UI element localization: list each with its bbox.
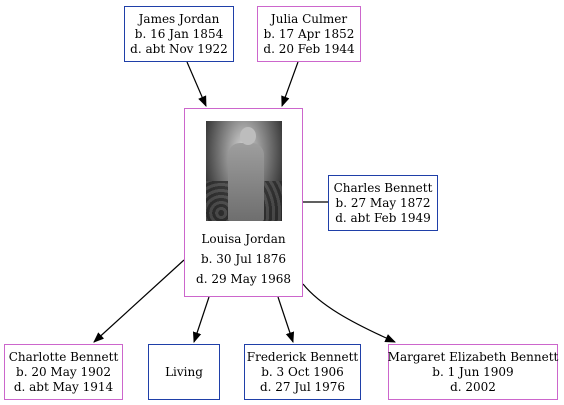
subject-name: Louisa Jordan <box>201 232 286 246</box>
child-born: b. 3 Oct 1906 <box>261 364 344 379</box>
spouse-node[interactable]: Charles Bennett b. 27 May 1872 d. abt Fe… <box>328 175 438 231</box>
father-name: James Jordan <box>138 11 220 26</box>
mother-node[interactable]: Julia Culmer b. 17 Apr 1852 d. 20 Feb 19… <box>257 6 361 62</box>
edge-father-to-subject <box>186 61 207 107</box>
child-node-frederick[interactable]: Frederick Bennett b. 3 Oct 1906 d. 27 Ju… <box>244 344 361 400</box>
subject-born: b. 30 Jul 1876 <box>200 252 287 266</box>
child-name: Living <box>165 364 203 379</box>
edge-subject-to-child-2 <box>192 296 210 344</box>
child-died: d. abt May 1914 <box>13 379 114 394</box>
subject-node[interactable]: Louisa Jordan b. 30 Jul 1876 d. 29 May 1… <box>184 108 303 297</box>
edge-subject-to-child-4 <box>302 283 396 343</box>
edge-mother-to-subject <box>281 61 299 108</box>
child-born: b. 1 Jun 1909 <box>432 364 514 379</box>
child-name: Frederick Bennett <box>246 349 359 364</box>
child-node-margaret[interactable]: Margaret Elizabeth Bennett b. 1 Jun 1909… <box>388 344 558 400</box>
spouse-died: d. abt Feb 1949 <box>335 210 431 225</box>
spouse-name: Charles Bennett <box>333 180 433 195</box>
father-born: b. 16 Jan 1854 <box>134 26 224 41</box>
mother-born: b. 17 Apr 1852 <box>263 26 355 41</box>
mother-name: Julia Culmer <box>270 11 348 26</box>
edge-subject-to-child-1 <box>93 259 185 343</box>
mother-died: d. 20 Feb 1944 <box>263 41 355 56</box>
portrait-photo <box>205 121 282 221</box>
child-born: b. 20 May 1902 <box>16 364 111 379</box>
child-name: Margaret Elizabeth Bennett <box>387 349 559 364</box>
father-died: d. abt Nov 1922 <box>130 41 228 56</box>
father-node[interactable]: James Jordan b. 16 Jan 1854 d. abt Nov 1… <box>124 6 234 62</box>
child-died: d. 2002 <box>450 379 496 394</box>
child-node-charlotte[interactable]: Charlotte Bennett b. 20 May 1902 d. abt … <box>4 344 123 400</box>
subject-died: d. 29 May 1968 <box>196 272 291 286</box>
child-name: Charlotte Bennett <box>8 349 119 364</box>
edge-subject-to-child-3 <box>277 296 295 344</box>
spouse-born: b. 27 May 1872 <box>335 195 431 210</box>
child-died: d. 27 Jul 1976 <box>259 379 346 394</box>
child-node-living[interactable]: Living <box>148 344 220 400</box>
